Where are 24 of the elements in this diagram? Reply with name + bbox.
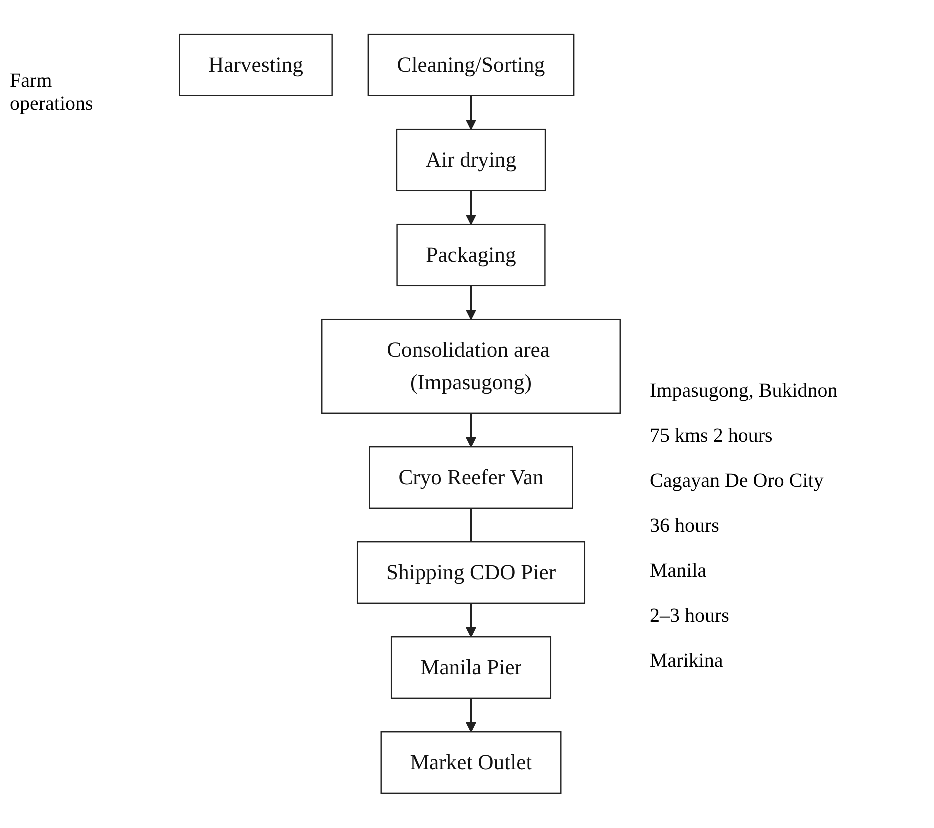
arrow: [466, 698, 477, 733]
arrow: [466, 603, 477, 638]
node-box: Air drying: [396, 128, 546, 192]
arrow: [466, 413, 477, 448]
arrow: [466, 286, 477, 320]
place-label: Impasugong, Bukidnon: [650, 380, 838, 403]
connector: [470, 508, 472, 542]
distance-label: 2–3 hours: [650, 605, 730, 628]
place-label: Cagayan De Oro City: [650, 470, 824, 493]
node-box: Cleaning/Sorting: [368, 34, 575, 96]
node-box: Harvesting: [179, 34, 333, 96]
node-box: Consolidation area (Impasugong): [322, 318, 621, 414]
place-label: Marikina: [650, 650, 724, 673]
node-box: Market Outlet: [380, 732, 562, 794]
distance-label: 36 hours: [650, 515, 720, 538]
node-box: Manila Pier: [390, 636, 552, 700]
node-box: Shipping CDO Pier: [356, 541, 586, 604]
place-label: Manila: [650, 560, 707, 583]
arrow: [466, 190, 477, 226]
group-label: Farm operations: [10, 70, 94, 116]
node-box: Cryo Reefer Van: [369, 446, 574, 510]
node-box: Packaging: [396, 224, 546, 287]
distance-label: 75 kms 2 hours: [650, 425, 773, 448]
arrow: [466, 96, 477, 130]
